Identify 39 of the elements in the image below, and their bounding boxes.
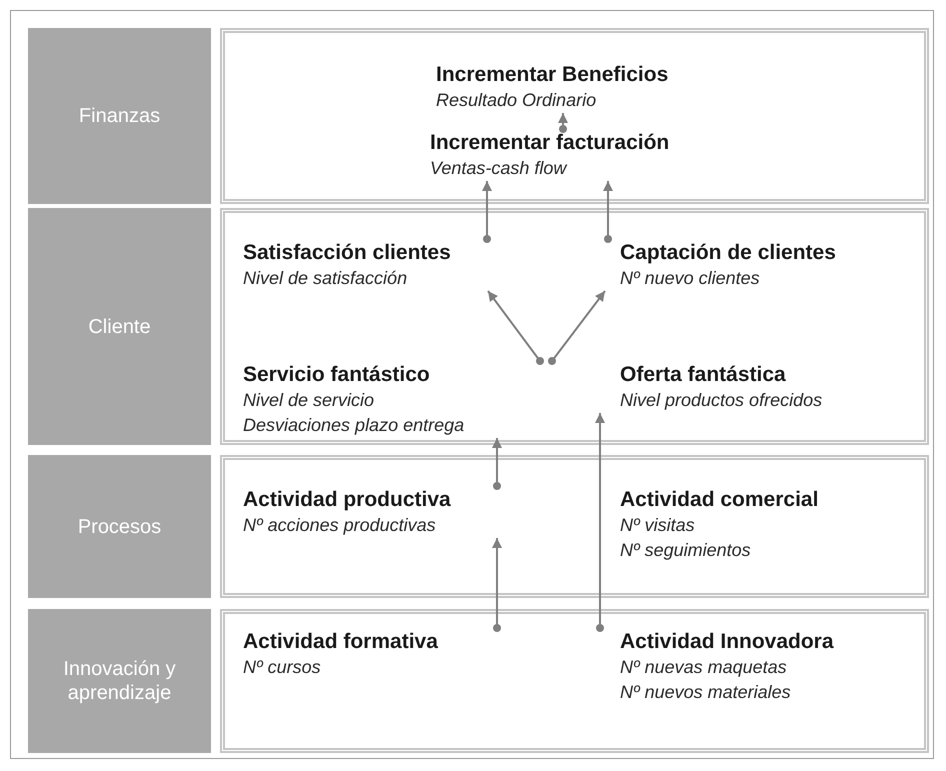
measure-text: Nº visitas (620, 514, 696, 537)
arrow (487, 290, 544, 365)
measure-text: Nivel de servicio (243, 389, 376, 412)
arrow (595, 413, 605, 632)
objective-title: Satisfacción clientes (243, 240, 452, 266)
measure-text: Resultado Ordinario (436, 89, 598, 112)
objective-title: Captación de clientes (620, 240, 837, 266)
objective-title: Incrementar Beneficios (436, 62, 670, 88)
arrow (558, 113, 568, 133)
objective-title: Actividad Innovadora (620, 629, 835, 655)
perspective-band: Finanzas (28, 28, 211, 204)
perspective-panel (220, 28, 929, 204)
measure-text: Nº nuevos materiales (620, 681, 792, 704)
objective-title: Oferta fantástica (620, 362, 787, 388)
measure-text: Nivel productos ofrecidos (620, 389, 824, 412)
measure-text: Nº seguimientos (620, 539, 752, 562)
perspective-band: Cliente (28, 208, 211, 445)
arrow (603, 181, 613, 243)
measure-text: Nivel de satisfacción (243, 267, 408, 290)
arrow (492, 538, 502, 632)
arrow (548, 290, 606, 365)
perspective-panel (220, 609, 929, 753)
arrow (492, 438, 502, 490)
objective-title: Actividad comercial (620, 487, 820, 513)
measure-text: Nº acciones productivas (243, 514, 437, 537)
perspective-band: Innovación y aprendizaje (28, 609, 211, 753)
objective-title: Actividad formativa (243, 629, 439, 655)
perspective-band: Procesos (28, 455, 211, 598)
measure-text: Nº cursos (243, 656, 322, 679)
measure-text: Nº nuevo clientes (620, 267, 761, 290)
objective-title: Incrementar facturación (430, 130, 670, 156)
measure-text: Ventas-cash flow (430, 157, 568, 180)
objective-title: Actividad productiva (243, 487, 452, 513)
objective-title: Servicio fantástico (243, 362, 431, 388)
measure-text: Nº nuevas maquetas (620, 656, 788, 679)
arrow (482, 181, 492, 243)
measure-text: Desviaciones plazo entrega (243, 414, 466, 437)
perspective-panel (220, 208, 929, 445)
perspective-panel (220, 455, 929, 598)
